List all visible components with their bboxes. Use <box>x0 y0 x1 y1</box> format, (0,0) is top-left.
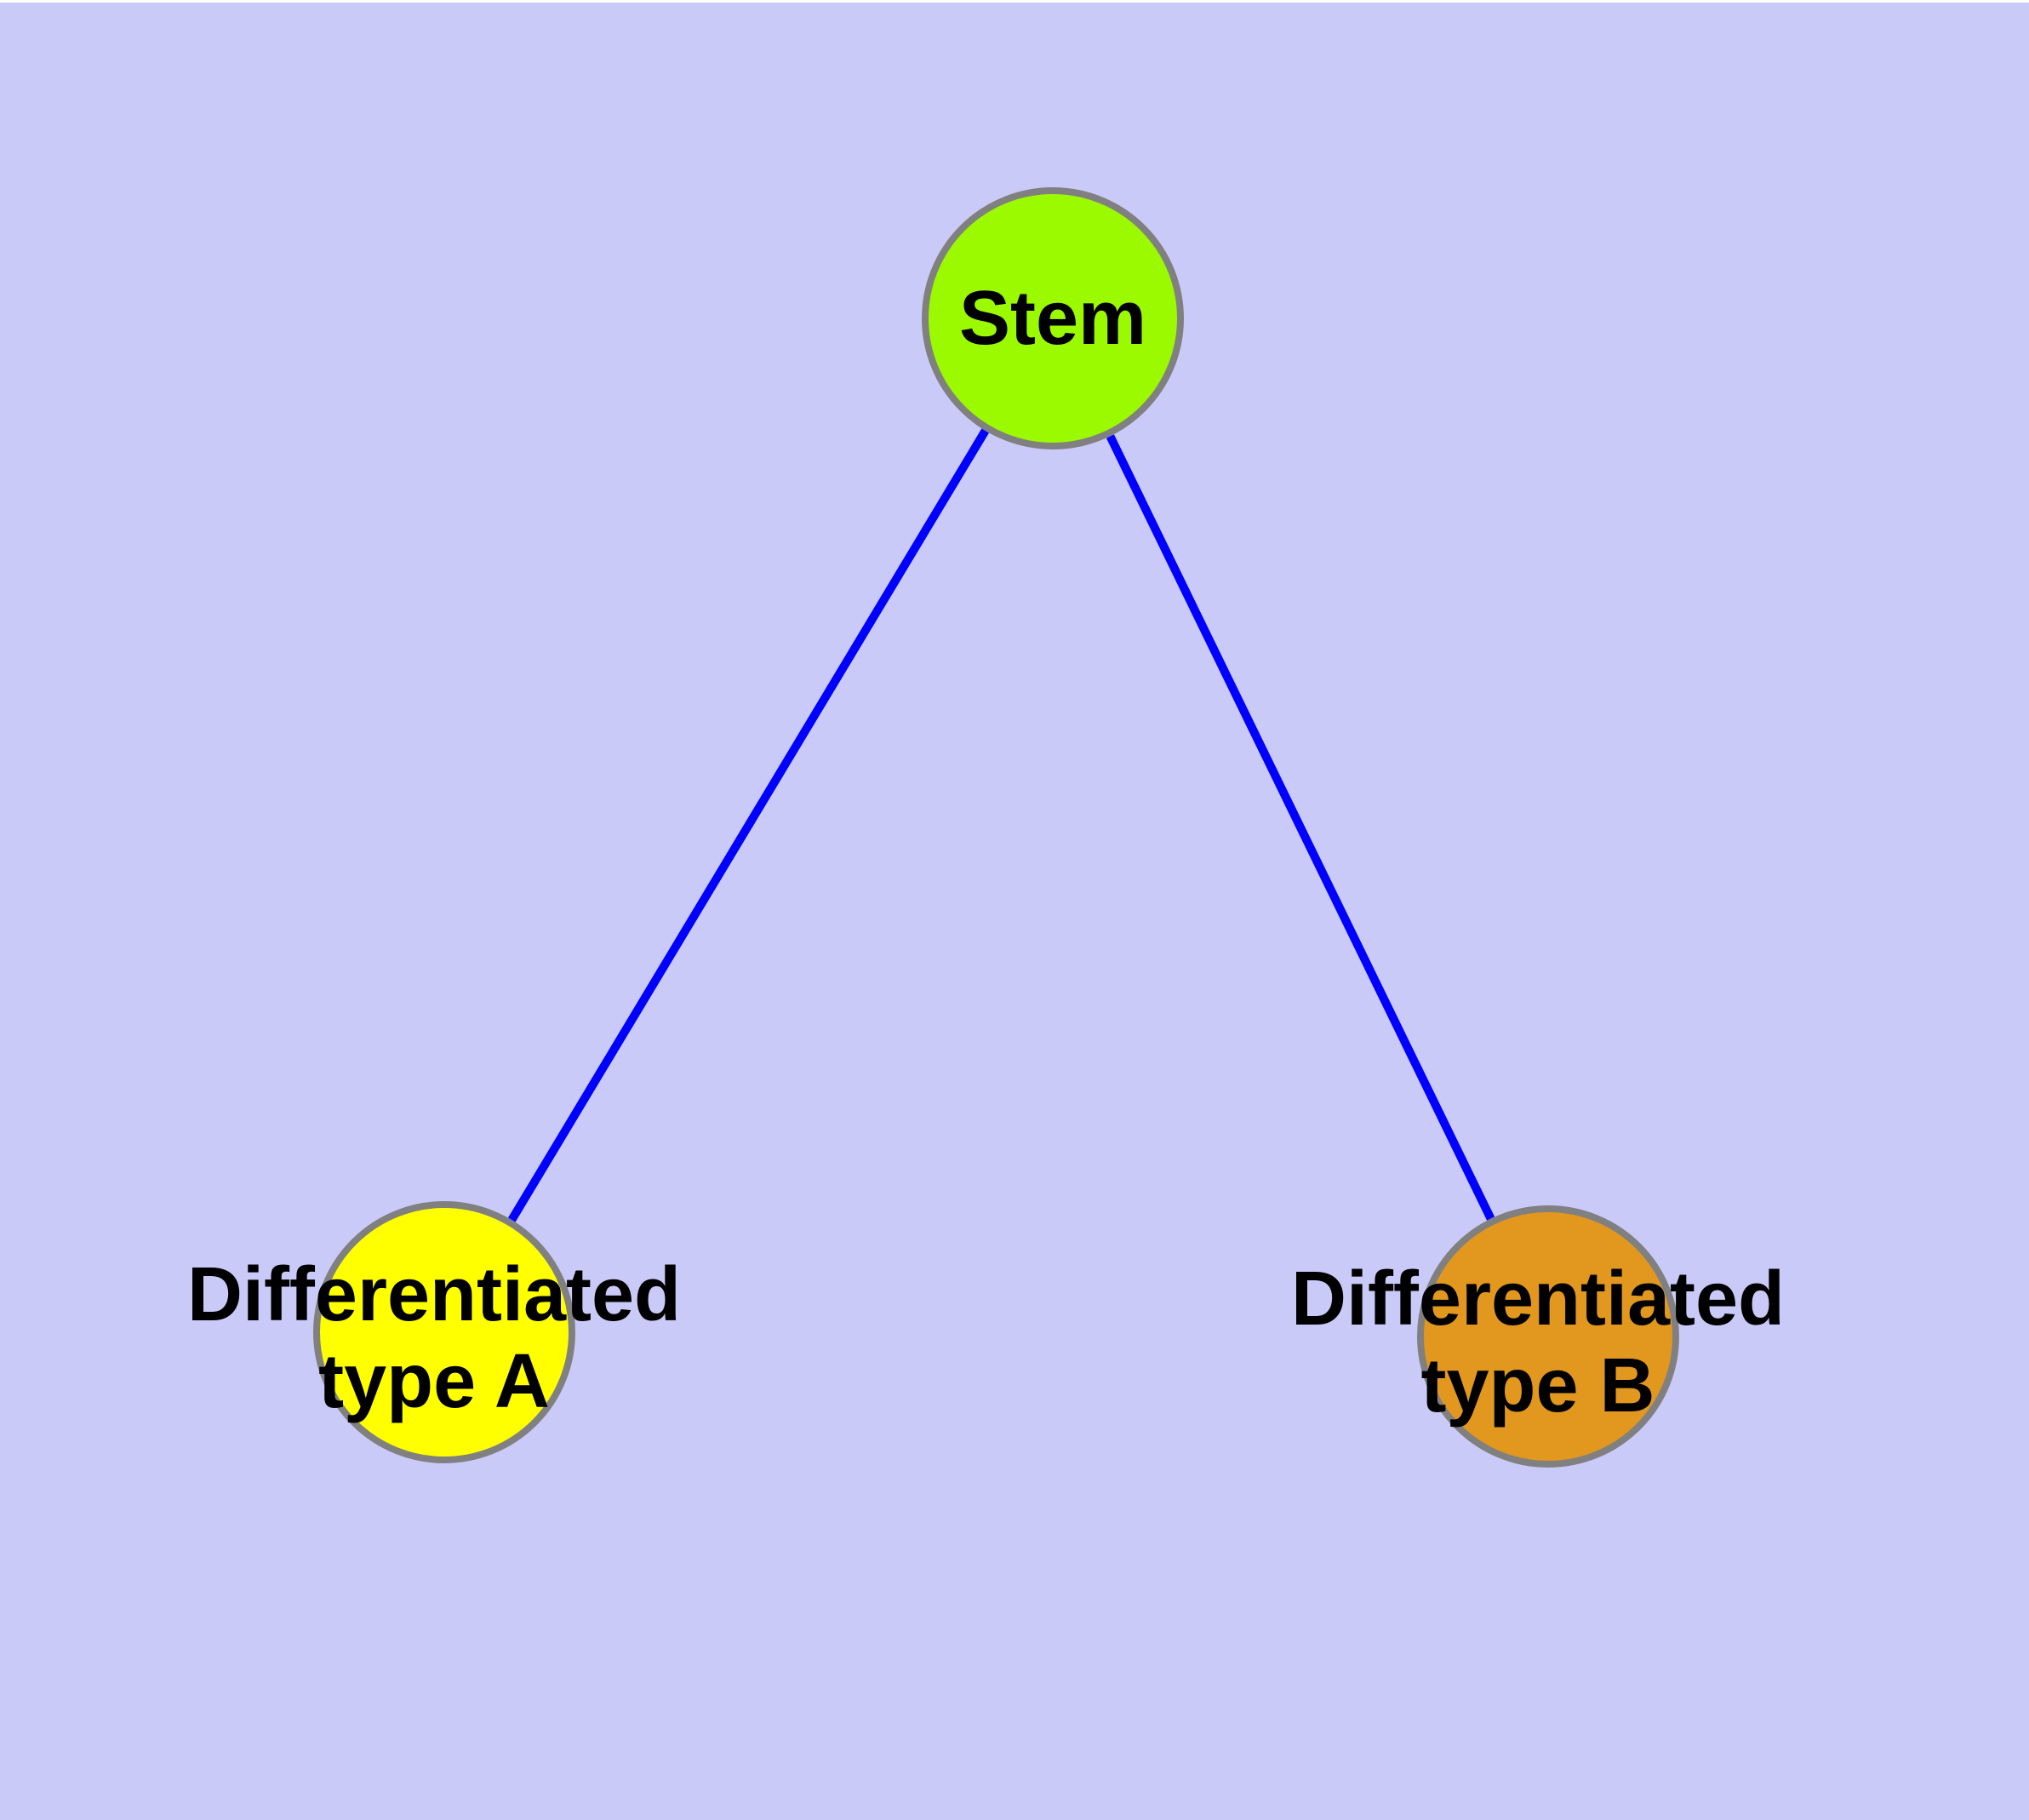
node-type-a-label-line2: type A <box>318 1339 550 1424</box>
edge-stem-to-type-b <box>1106 434 1495 1221</box>
node-differentiated-type-a <box>313 1201 575 1463</box>
node-stem-label: Stem <box>959 276 1146 361</box>
node-type-b-label-line2: type B <box>1420 1343 1655 1428</box>
node-type-a-label-line1: Differentiated <box>187 1252 681 1337</box>
node-stem <box>922 187 1184 449</box>
node-type-b-label-line1: Differentiated <box>1291 1256 1785 1342</box>
edge-stem-to-type-a <box>508 428 989 1222</box>
node-differentiated-type-b <box>1417 1205 1679 1468</box>
